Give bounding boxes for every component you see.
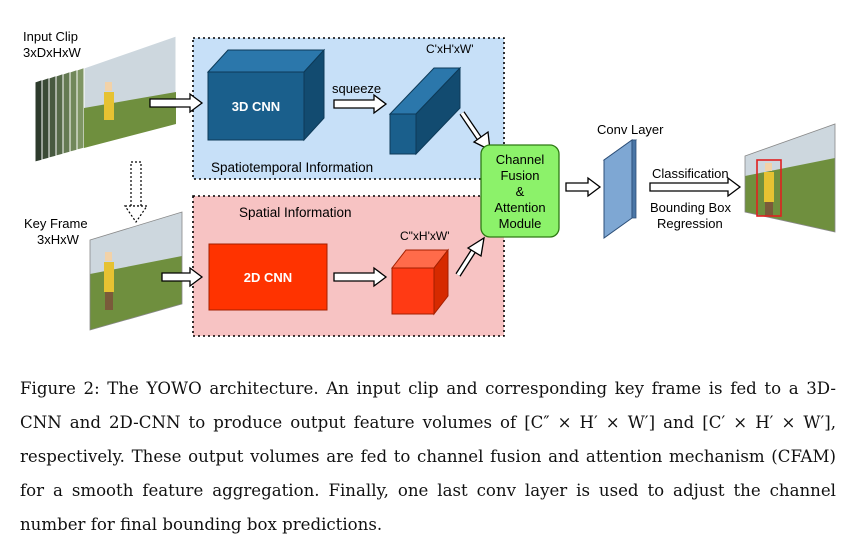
key-frame-title: Key Frame [24, 216, 88, 231]
input-clip-frames [34, 35, 177, 163]
caption-label: Figure 2: [20, 379, 100, 398]
yowo-architecture-diagram: Input Clip 3xDxHxW Key Frame 3xHxW 3D CN… [23, 29, 836, 337]
cfam-to-conv-arrow [565, 176, 602, 198]
cfam-label-line-5: Module [499, 216, 542, 231]
regression-label-line-1: Bounding Box [650, 200, 731, 215]
cfam-label-line-2: Fusion [500, 168, 539, 183]
bounding-box [756, 159, 782, 217]
key-frame-dims: 3xHxW [37, 232, 80, 247]
clip-to-3dcnn-arrow [149, 92, 204, 114]
conv-to-output-arrow [649, 176, 742, 198]
squeeze-arrow [333, 93, 388, 115]
caption-text: The YOWO architecture. An input clip and… [20, 379, 836, 534]
spatiotemporal-feature-volume [388, 66, 462, 156]
spatial-region-label: Spatial Information [239, 205, 352, 220]
conv-layer-label: Conv Layer [597, 122, 664, 137]
key-frame-image [90, 212, 182, 330]
keyframe-to-2dcnn-arrow [161, 266, 204, 288]
spatiotemporal-dims-label: C'xH'xW' [426, 42, 474, 56]
spatial-dims-label: C"xH'xW' [400, 229, 450, 243]
cnn3d-label: 3D CNN [232, 99, 280, 114]
cfam-module [480, 144, 560, 238]
classification-label: Classification [652, 166, 729, 181]
squeeze-label: squeeze [332, 81, 381, 96]
conv-layer [602, 139, 638, 239]
cfam-label-line-4: Attention [494, 200, 545, 215]
cnn2d-label: 2D CNN [244, 270, 292, 285]
figure-caption: Figure 2: The YOWO architecture. An inpu… [20, 372, 836, 542]
cnn2d-to-volume-arrow [333, 266, 388, 288]
cnn3d-block [206, 48, 326, 142]
cnn2d-block [208, 243, 328, 311]
regression-label-line-2: Regression [657, 216, 723, 231]
input-clip-dims: 3xDxHxW [23, 45, 82, 60]
spatial-feature-volume [390, 248, 450, 316]
spatiotemporal-region-label: Spatiotemporal Information [211, 160, 373, 175]
cfam-label-line-1: Channel [496, 152, 545, 167]
volume2d-to-cfam-arrow [455, 236, 485, 277]
key-frame-extract-arrow [123, 161, 149, 224]
output-detection-frame [745, 124, 835, 232]
cfam-label-line-3: & [516, 184, 525, 199]
input-clip-title: Input Clip [23, 29, 78, 44]
